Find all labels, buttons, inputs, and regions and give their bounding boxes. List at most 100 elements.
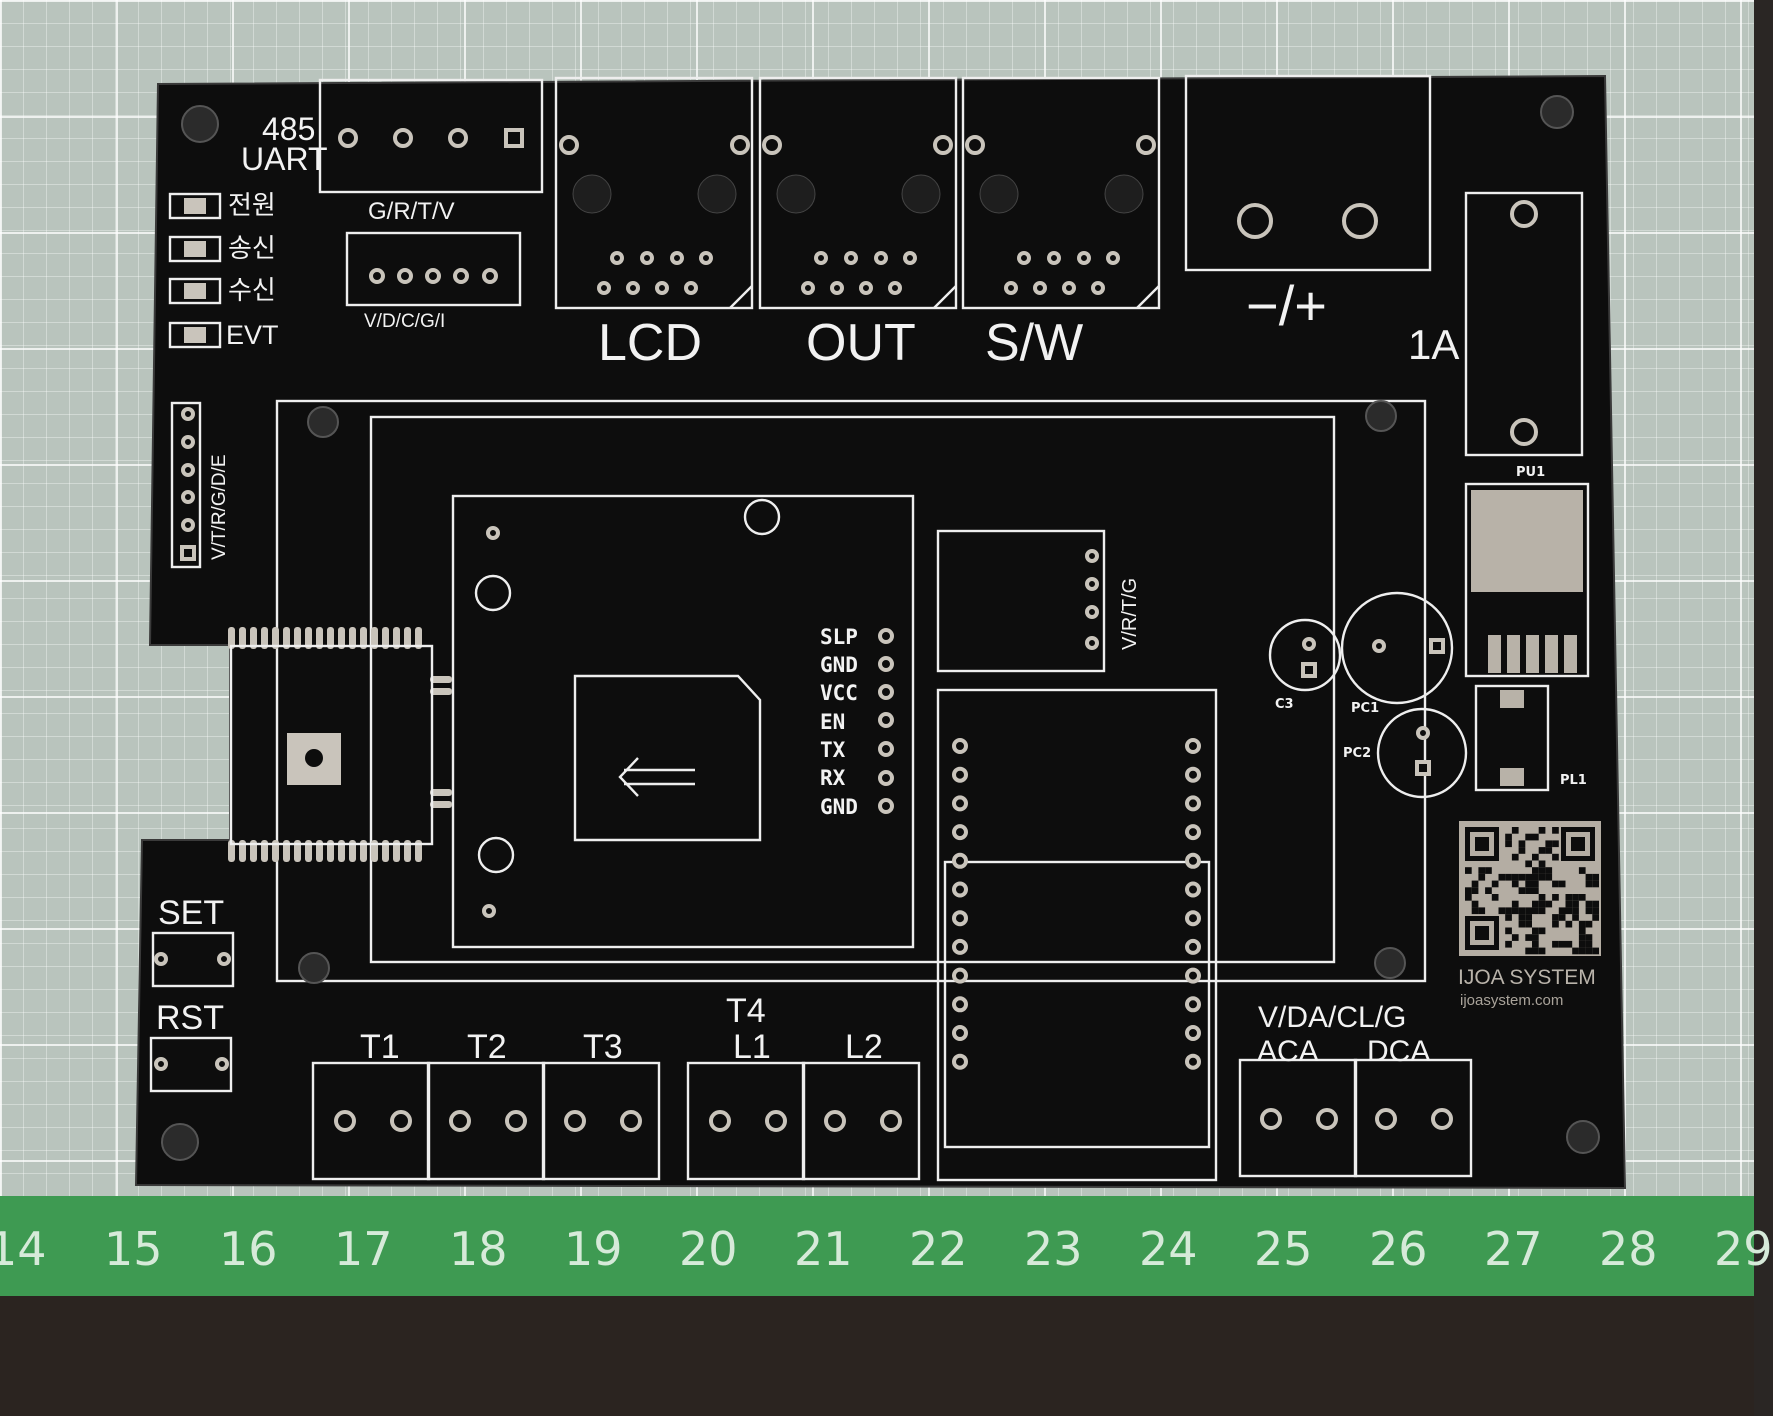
pcb-pad [1185,881,1201,898]
pcb-pad [1592,947,1599,955]
ruler-number: 17 [334,1222,393,1276]
pcb-pad [1185,1053,1201,1070]
pcb-pad [1572,907,1579,915]
pcb-pad [1505,873,1512,881]
pcb-pad [1532,867,1539,874]
pcb-pad [1585,940,1593,948]
pcb-pad [1518,920,1526,928]
pcb-pad [1185,738,1201,754]
pcb-pad [305,840,312,862]
part-label: C3 [1275,697,1294,712]
terminal-label: T4 [726,992,766,1030]
pcb-pad [239,627,246,649]
pcb-pad [382,840,389,862]
pcb-pad [430,801,452,808]
ruler-number: 15 [104,1222,163,1276]
pcb-pad [1538,827,1546,834]
pcb-pad [1525,914,1532,921]
pcb-pad [1532,927,1539,935]
table-surface [0,1296,1754,1416]
pcb-pad [1578,947,1586,955]
pcb-pad [1475,837,1489,851]
pcb-pad [1592,907,1599,915]
pin-label: GND [820,795,858,819]
pcb-pad [371,840,378,862]
pcb-pad [1578,940,1586,948]
pcb-pad [1552,827,1559,834]
pcb-pad [952,1025,968,1041]
pcb-pad [1475,926,1489,940]
pcb-pad [393,840,400,862]
led-label: 전원 [228,191,276,221]
pcb-pad [952,852,968,869]
pcb-pad [1478,867,1486,874]
pcb-pad [1511,880,1519,888]
pcb-pad [1545,900,1553,908]
pcb-pad [1545,867,1553,874]
pcb-pad [1572,900,1579,908]
pin-label: GND [820,653,858,677]
pcb-pad [1538,907,1546,915]
pcb-pad [1185,938,1201,955]
pcb-pad [1585,880,1593,888]
pcb-pad [1485,867,1492,874]
pcb-pad [1592,880,1599,888]
pcb-pad [1552,914,1559,921]
pcb-pad [952,938,968,955]
ruler-number: 22 [909,1222,968,1276]
pcb-pad [404,627,411,649]
ruler-number: 21 [794,1222,853,1276]
label-vdaclg: V/DA/CL/G [1258,1001,1407,1034]
pcb-pad [261,840,268,862]
pcb-pad [1565,900,1573,908]
pcb-pad [1471,907,1479,915]
pcb-pad [1538,860,1546,868]
pcb-pad [360,627,367,649]
pcb-pad [1465,867,1472,874]
pcb-pad [1525,873,1532,881]
pcb-pad [1485,887,1492,894]
led-label: EVT [226,320,279,350]
pcb-pad [415,840,422,862]
pcb-pad [1532,900,1539,908]
led-label: 수신 [228,276,276,306]
pcb-pad [1552,920,1559,928]
pin-label: RX [820,766,846,790]
ruler-number: 29 [1714,1222,1773,1276]
pcb-pad [1592,873,1599,881]
pcb-pad [1532,934,1539,941]
pcb-pad [1572,914,1579,921]
terminal-label: DCA [1367,1035,1431,1068]
pcb-pad [294,840,301,862]
pcb-pad [1558,907,1566,915]
pin-label: SLP [820,625,858,649]
pcb-pad [1511,827,1519,834]
pcb-pad [1532,907,1539,915]
pcb-pad [952,824,968,841]
pcb-pad [1558,914,1566,921]
pcb-pad [1545,840,1553,848]
pcb-pad [1538,873,1546,881]
pcb-pad [1585,934,1593,941]
pcb-pad [1532,940,1539,948]
brand-url: ijoasystem.com [1460,992,1564,1009]
label-vrtg: V/R/T/G [1119,577,1141,650]
part-label: PC2 [1343,746,1372,761]
port-label: OUT [806,314,916,372]
pcb-pad [1532,873,1539,881]
pcb-pad [1532,880,1539,888]
pcb-pad [228,840,235,862]
pcb-pad [1498,873,1506,881]
pcb-pad [1552,940,1559,948]
pcb-pad [272,627,279,649]
terminal-label: T2 [467,1028,507,1066]
pcb-pad [1565,894,1573,901]
pcb-pad [1185,967,1201,984]
port-label: LCD [598,314,703,372]
pcb-pad [1532,947,1539,955]
ruler-number: 28 [1599,1222,1658,1276]
pcb-pad [952,738,968,754]
pcb-pad [1518,873,1526,881]
pcb-pad [316,840,323,862]
